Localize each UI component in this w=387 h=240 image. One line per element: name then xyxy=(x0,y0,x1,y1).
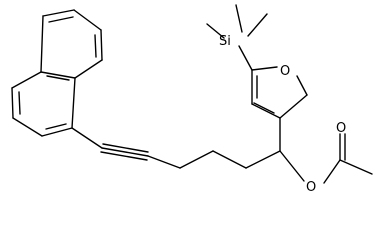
silicon-atom-label: Si xyxy=(219,34,231,49)
acetate-group xyxy=(279,133,373,184)
molecule-diagram: Si O O O xyxy=(11,4,373,195)
structure-canvas: Si O O O xyxy=(11,4,373,195)
furan-oxygen-label: O xyxy=(280,64,290,79)
ester-oxygen-label: O xyxy=(306,180,316,195)
alkyne-chain xyxy=(71,127,281,169)
naphthalene-ring-a xyxy=(40,9,103,79)
naphthalene-ring-b xyxy=(11,71,76,137)
furan-ring xyxy=(251,66,308,152)
trimethylsilyl-group xyxy=(206,4,268,71)
carbonyl-oxygen-label: O xyxy=(336,121,346,136)
